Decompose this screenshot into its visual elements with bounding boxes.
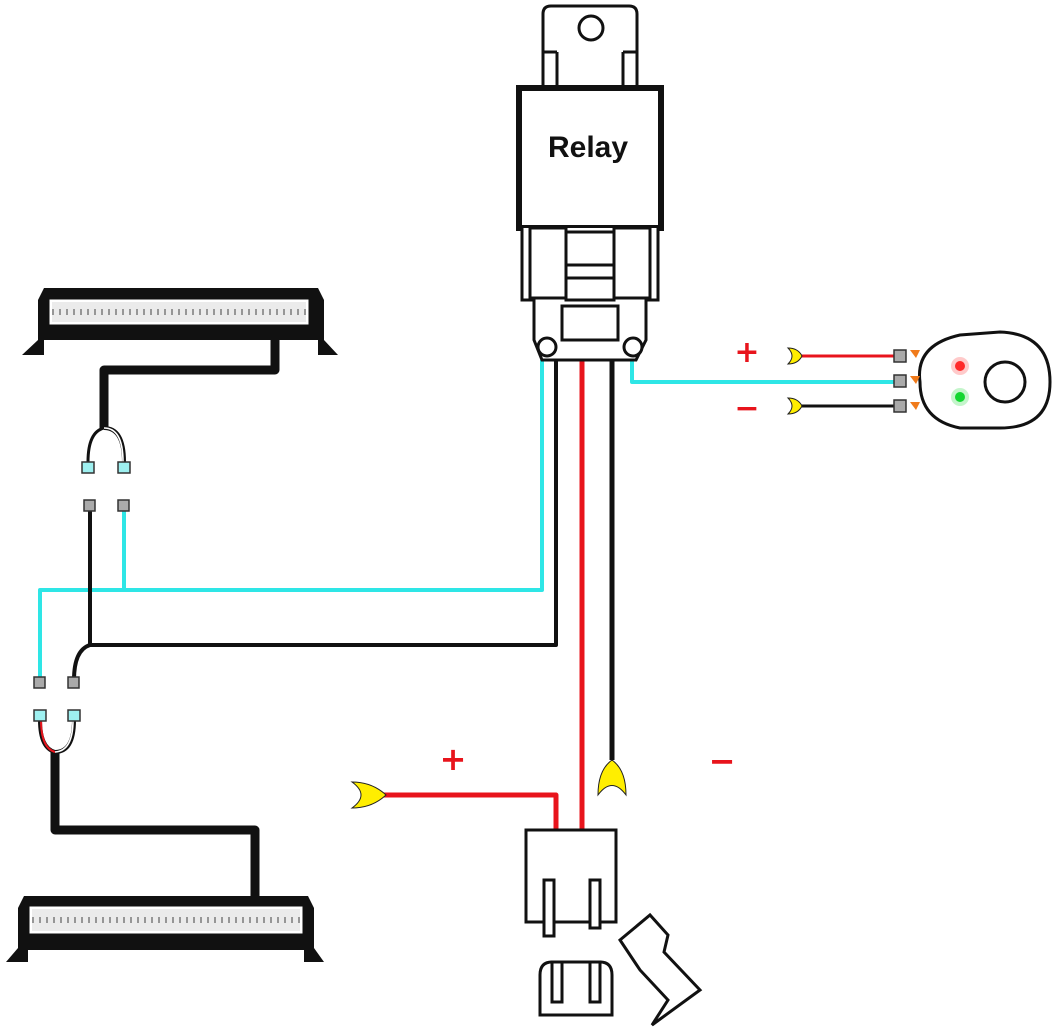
battery-plus-sign: + [440,740,467,778]
switch-button-icon [983,360,1027,404]
ground-wire-branch-bottom [72,643,91,681]
connector-pin-icon [81,461,95,474]
light-bar-icon [6,896,324,962]
connector-pins [33,349,907,722]
wires [38,330,900,900]
connector-pin-icon [893,349,907,363]
battery-minus-sign: − [709,742,736,780]
connector-pin-icon [67,676,80,689]
trigger-wire-relay-to-lights [38,360,544,680]
connector-pin-icon [893,374,907,388]
fuse-holder-icon [524,828,703,1027]
fuse-icon [538,960,614,1017]
ring-terminal-icon [786,397,803,415]
relay-icon [516,4,664,362]
battery-positive-wire [380,792,559,830]
top-light-lead [99,330,280,428]
connector-pin-icon [67,709,81,722]
ground-wire-relay-to-lights [88,360,558,647]
switch-minus-sign: − [734,391,759,426]
connector-pin-icon [117,461,131,474]
bottom-light-lead [50,752,260,900]
top-light-split-black [86,426,105,463]
connector-pin-icon [33,676,46,689]
ring-terminal-icon [597,759,627,797]
light-bar-icon [22,288,338,355]
connector-pin-icon [83,499,96,512]
ring-terminals [350,347,803,809]
ring-terminal-icon [786,347,803,365]
relay-label: Relay [548,131,628,164]
red-led-icon [955,361,965,371]
ring-terminal-icon [350,781,387,809]
trigger-wire-relay-to-switch [630,360,900,384]
connector-pin-icon [117,499,130,512]
connector-pin-icon [893,399,907,413]
green-led-icon [955,392,965,402]
switch-plus-sign: + [734,335,759,370]
connector-pin-icon [33,709,47,722]
rocker-switch-icon [910,330,1052,430]
